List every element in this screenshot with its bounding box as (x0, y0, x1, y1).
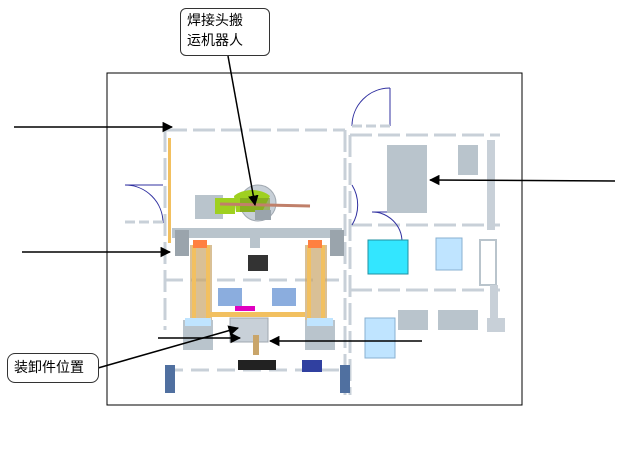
loading-table (210, 312, 305, 317)
loading-position-label: 装卸件位置 (7, 353, 99, 383)
gantry-beam (172, 228, 342, 238)
right-positioner (305, 240, 335, 350)
welding-head-robot-label: 焊接头搬 运机器人 (180, 8, 270, 56)
label-line-1: 焊接头搬 (187, 13, 243, 29)
arrow-pointer (14, 55, 616, 369)
right-cell-equipment (364, 140, 505, 359)
label-line-2: 运机器人 (187, 33, 243, 49)
left-rail-post (168, 138, 171, 243)
welding-head-robot (195, 184, 311, 222)
left-positioner (183, 240, 213, 350)
